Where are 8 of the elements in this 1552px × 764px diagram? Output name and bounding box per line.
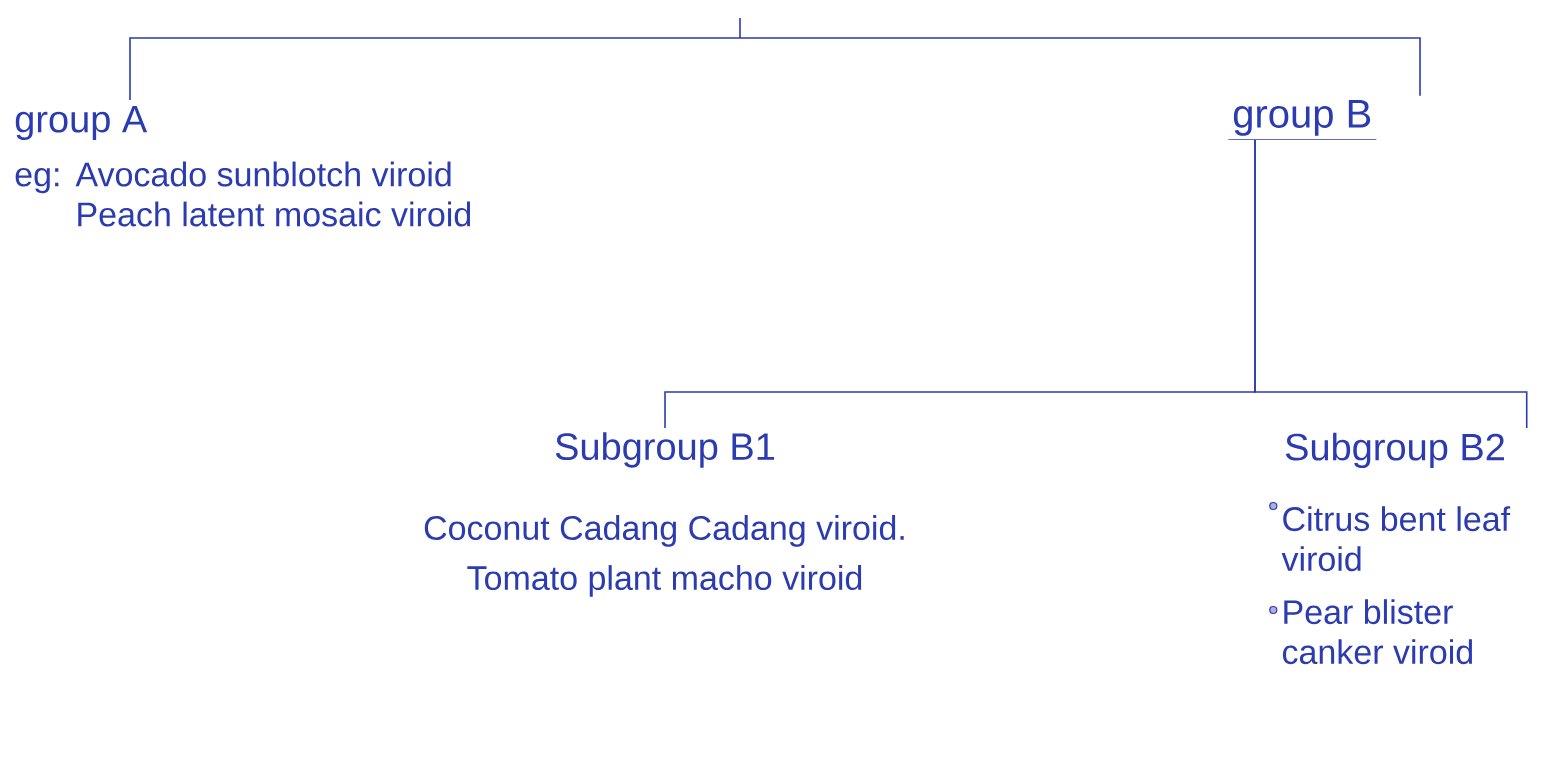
group-label: group B [1228,100,1377,140]
group-label: Subgroup B2 Citrus bent leaf viroid Pear blister canker viroid [1281,432,1511,665]
group-label: Subgroup B1 Coconut Cadang Cadang viroid. Tomato plant macho viroid [424,432,904,597]
connector-line [739,17,741,39]
connector-line [129,37,741,101]
connector-line [1254,139,1528,429]
group-label: group A eg: Avocado sunblotch viroid Peach latent mosaic viroid [15,106,471,227]
connector-line [739,37,1421,97]
